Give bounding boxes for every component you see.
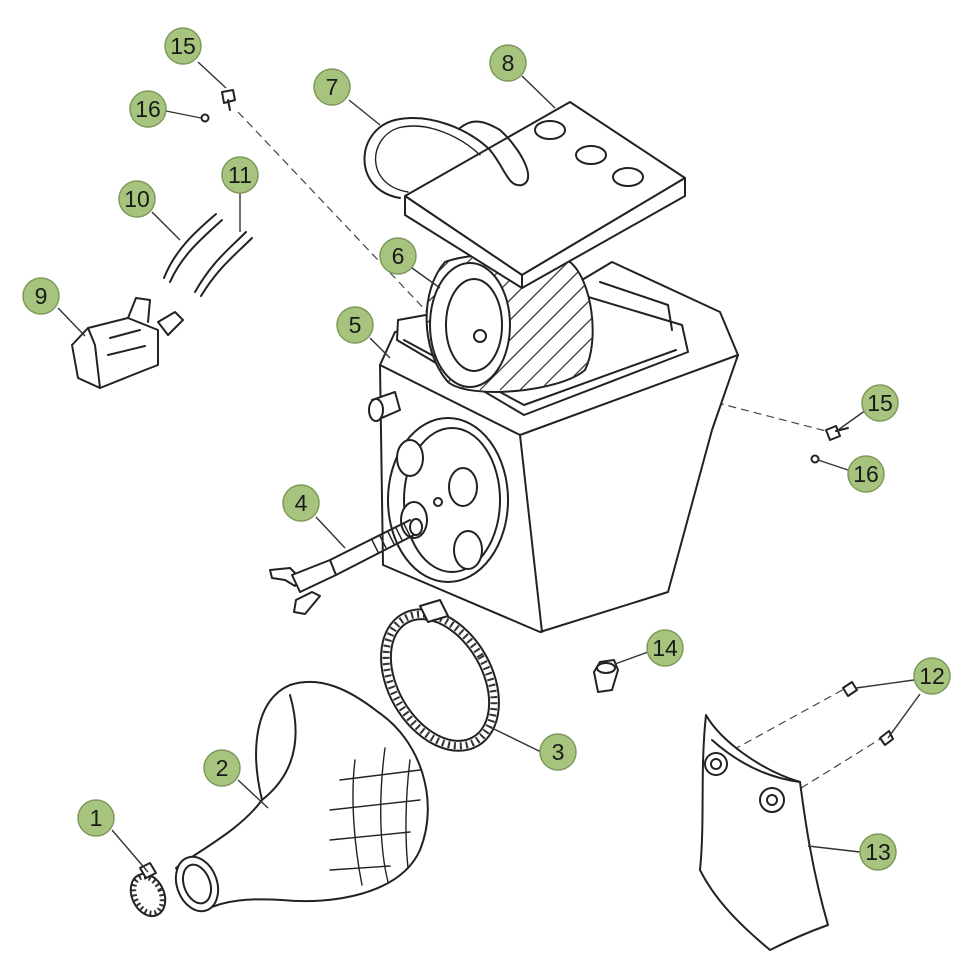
callout-13: 13	[859, 833, 897, 871]
part-7-seal-loop	[363, 117, 529, 199]
callout-label: 16	[853, 461, 879, 487]
part-8-airbox-lid	[404, 101, 686, 289]
part-15-screw-upper	[221, 89, 236, 111]
part-10-hose	[163, 213, 223, 283]
callout-11: 11	[221, 156, 259, 194]
part-12-screws	[842, 681, 894, 746]
part-15-screw-right	[825, 425, 849, 441]
leader-lines	[57, 61, 921, 873]
part-3-large-clamp	[380, 599, 500, 752]
callout-14: 14	[646, 629, 684, 667]
callout-7: 7	[313, 68, 351, 106]
callout-label: 2	[216, 755, 229, 781]
callout-label: 5	[349, 312, 362, 338]
part-16-nut-right	[810, 454, 820, 464]
callout-label: 14	[652, 635, 678, 661]
callout-label: 12	[919, 663, 945, 689]
part-6-filter-element	[425, 252, 594, 393]
callout-15-upper: 15	[164, 27, 202, 65]
part-11-hose	[194, 231, 253, 297]
callout-label: 15	[170, 33, 196, 59]
callout-12: 12	[913, 657, 951, 695]
callout-16-upper: 16	[129, 90, 167, 128]
part-9-bracket	[71, 297, 184, 389]
callout-label: 10	[124, 186, 150, 212]
callout-9: 9	[22, 277, 60, 315]
callout-3: 3	[539, 733, 577, 771]
callout-15-right: 15	[861, 384, 899, 422]
callout-label: 11	[228, 162, 252, 188]
callout-10: 10	[118, 180, 156, 218]
callout-label: 9	[35, 283, 48, 309]
part-16-nut-upper	[200, 113, 210, 123]
callout-label: 6	[392, 243, 405, 269]
callout-label: 7	[326, 74, 339, 100]
callout-1: 1	[77, 799, 115, 837]
callout-label: 16	[135, 96, 161, 122]
part-5-airbox-housing	[368, 261, 739, 633]
callout-16-right: 16	[847, 455, 885, 493]
callout-5: 5	[336, 306, 374, 344]
callout-8: 8	[489, 44, 527, 82]
part-4-wing-bolt	[269, 518, 423, 615]
callout-label: 1	[90, 805, 103, 831]
callout-6: 6	[379, 237, 417, 275]
callout-label: 8	[502, 50, 515, 76]
callout-2: 2	[203, 749, 241, 787]
part-13-mud-flap	[699, 714, 829, 951]
part-1-small-clamp	[129, 862, 167, 918]
callout-label: 15	[867, 390, 893, 416]
part-2-intake-boot	[174, 680, 429, 913]
callout-label: 4	[295, 490, 308, 516]
callout-label: 13	[865, 839, 891, 865]
part-14-grommet	[593, 659, 619, 693]
callout-4: 4	[282, 484, 320, 522]
callout-label: 3	[552, 739, 565, 765]
